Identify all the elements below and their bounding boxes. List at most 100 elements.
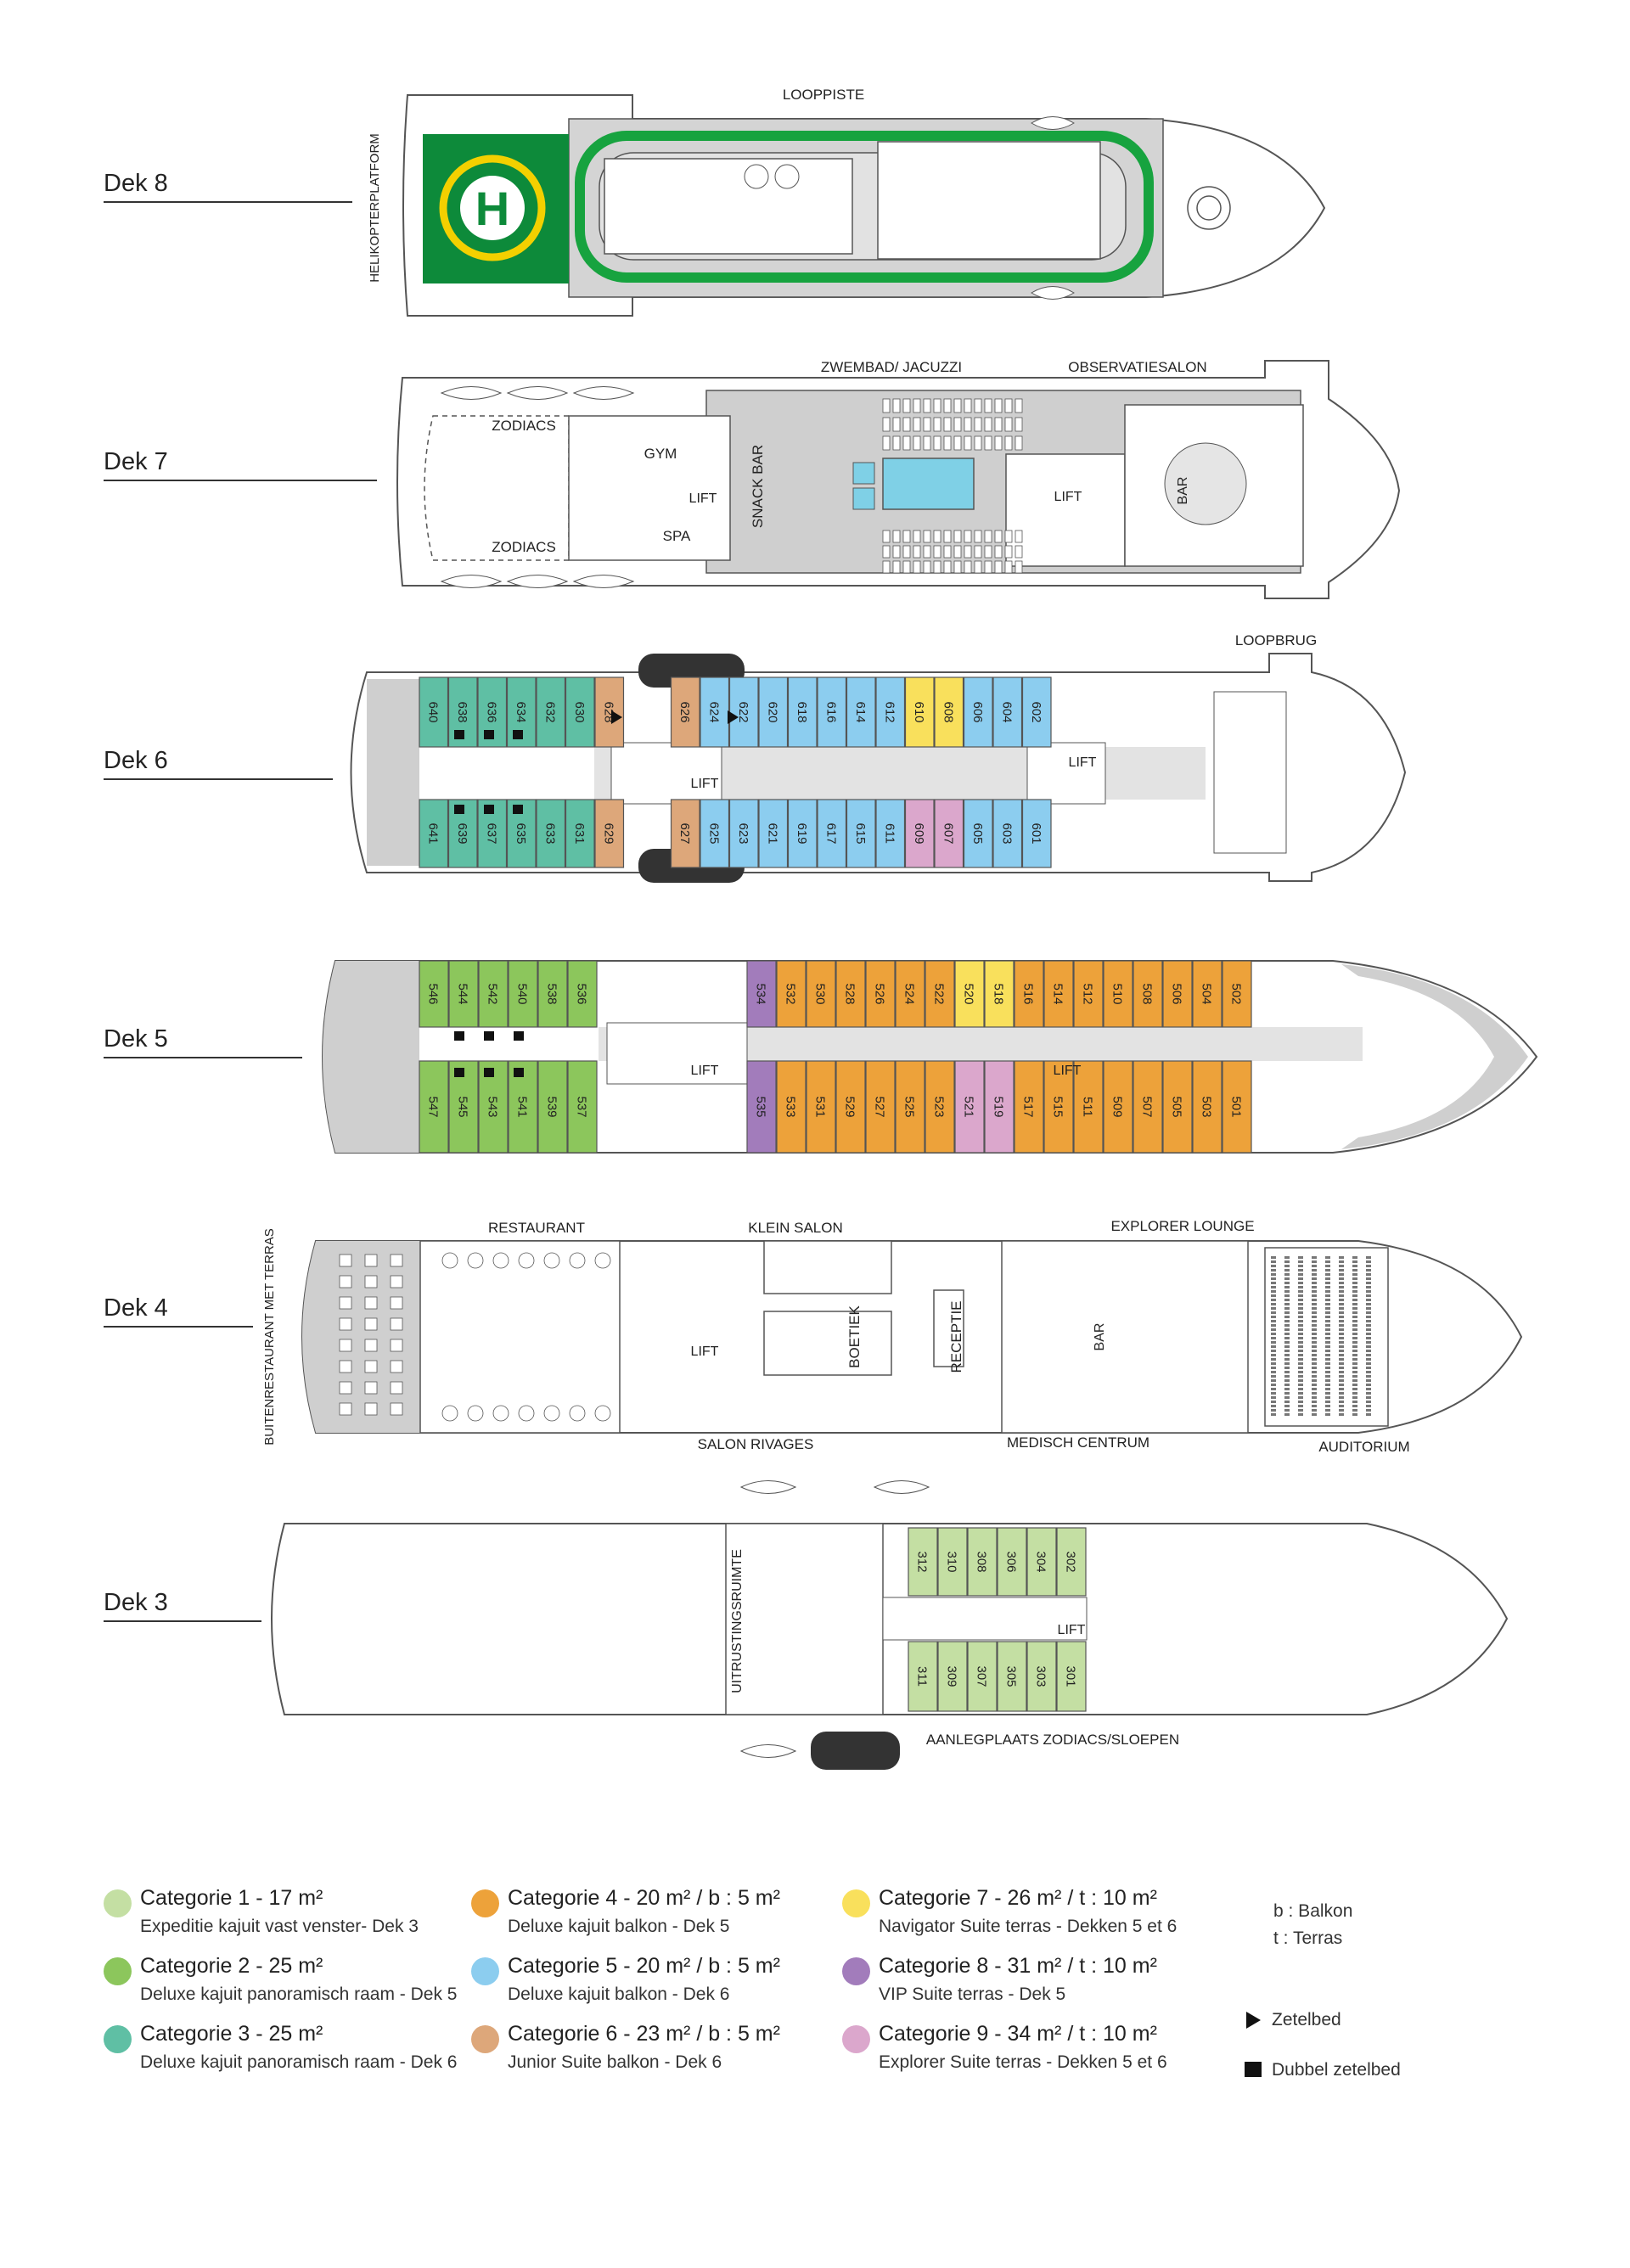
cabin-529[interactable] (835, 1060, 866, 1154)
cabin-512[interactable] (1073, 960, 1104, 1028)
uitrustingsruimte-room (725, 1523, 884, 1715)
cabin-618[interactable] (787, 676, 818, 748)
cabin-640[interactable] (419, 676, 449, 748)
cabin-528[interactable] (835, 960, 866, 1028)
cabin-544[interactable] (448, 960, 479, 1028)
cabin-606[interactable] (963, 676, 993, 748)
cabin-539[interactable] (537, 1060, 568, 1154)
cabin-536[interactable] (567, 960, 598, 1028)
cabin-523[interactable] (925, 1060, 955, 1154)
cabin-501[interactable] (1222, 1060, 1252, 1154)
cabin-514[interactable] (1043, 960, 1074, 1028)
cabin-502[interactable] (1222, 960, 1252, 1028)
cabin-534[interactable] (746, 960, 777, 1028)
cabin-603[interactable] (992, 799, 1023, 868)
cabin-624[interactable] (700, 676, 730, 748)
cabin-312[interactable] (908, 1527, 938, 1597)
cabin-641[interactable] (419, 799, 449, 868)
cabin-number: 520 (962, 983, 976, 1004)
cabin-number: 524 (902, 983, 917, 1004)
cabin-620[interactable] (758, 676, 789, 748)
cabin-302[interactable] (1056, 1527, 1087, 1597)
sunlounger-icon (923, 560, 931, 574)
cabin-309[interactable] (937, 1641, 968, 1712)
cabin-546[interactable] (419, 960, 449, 1028)
cabin-633[interactable] (536, 799, 566, 868)
cabin-608[interactable] (934, 676, 964, 748)
cabin-505[interactable] (1162, 1060, 1193, 1154)
cabin-525[interactable] (895, 1060, 925, 1154)
cabin-515[interactable] (1043, 1060, 1074, 1154)
cabin-530[interactable] (806, 960, 836, 1028)
cabin-604[interactable] (992, 676, 1023, 748)
cabin-623[interactable] (728, 799, 759, 868)
cabin-621[interactable] (758, 799, 789, 868)
cabin-504[interactable] (1192, 960, 1222, 1028)
cabin-305[interactable] (997, 1641, 1027, 1712)
cabin-516[interactable] (1014, 960, 1044, 1028)
cabin-307[interactable] (967, 1641, 998, 1712)
cabin-508[interactable] (1133, 960, 1163, 1028)
cabin-615[interactable] (846, 799, 876, 868)
cabin-602[interactable] (1021, 676, 1052, 748)
cabin-310[interactable] (937, 1527, 968, 1597)
cabin-630[interactable] (565, 676, 595, 748)
cabin-303[interactable] (1026, 1641, 1057, 1712)
cabin-533[interactable] (776, 1060, 807, 1154)
cabin-619[interactable] (787, 799, 818, 868)
cabin-614[interactable] (846, 676, 876, 748)
cabin-605[interactable] (963, 799, 993, 868)
cabin-537[interactable] (567, 1060, 598, 1154)
cabin-509[interactable] (1103, 1060, 1133, 1154)
cabin-526[interactable] (865, 960, 896, 1028)
cabin-611[interactable] (875, 799, 906, 868)
cabin-301[interactable] (1056, 1641, 1087, 1712)
cabin-506[interactable] (1162, 960, 1193, 1028)
cabin-522[interactable] (925, 960, 955, 1028)
cabin-626[interactable] (670, 676, 700, 748)
cabin-304[interactable] (1026, 1527, 1057, 1597)
cabin-306[interactable] (997, 1527, 1027, 1597)
cabin-311[interactable] (908, 1641, 938, 1712)
cabin-617[interactable] (817, 799, 847, 868)
table-icon (441, 1405, 458, 1422)
cabin-612[interactable] (875, 676, 906, 748)
cabin-609[interactable] (904, 799, 935, 868)
cabin-308[interactable] (967, 1527, 998, 1597)
sofabed-icon (728, 710, 739, 724)
cabin-510[interactable] (1103, 960, 1133, 1028)
cabin-519[interactable] (984, 1060, 1015, 1154)
cabin-520[interactable] (954, 960, 985, 1028)
cabin-511[interactable] (1073, 1060, 1104, 1154)
cabin-625[interactable] (700, 799, 730, 868)
cabin-524[interactable] (895, 960, 925, 1028)
cabin-540[interactable] (508, 960, 538, 1028)
cabin-547[interactable] (419, 1060, 449, 1154)
ship-plan-svg: H LOOPPISTE HELIKOPTERPLATFORM (262, 87, 1538, 1770)
cabin-631[interactable] (565, 799, 595, 868)
cabin-521[interactable] (954, 1060, 985, 1154)
cabin-632[interactable] (536, 676, 566, 748)
cabin-542[interactable] (478, 960, 509, 1028)
cabin-531[interactable] (806, 1060, 836, 1154)
cabin-517[interactable] (1014, 1060, 1044, 1154)
cabin-507[interactable] (1133, 1060, 1163, 1154)
zodiac-icon (873, 1480, 930, 1494)
cabin-622[interactable] (728, 676, 759, 748)
double-sofabed-icon (484, 805, 494, 814)
cabin-628[interactable] (594, 676, 625, 748)
cabin-601[interactable] (1021, 799, 1052, 868)
cabin-627[interactable] (670, 799, 700, 868)
cabin-503[interactable] (1192, 1060, 1222, 1154)
cabin-616[interactable] (817, 676, 847, 748)
cabin-number: 515 (1051, 1096, 1065, 1117)
cabin-610[interactable] (904, 676, 935, 748)
cabin-538[interactable] (537, 960, 568, 1028)
cabin-607[interactable] (934, 799, 964, 868)
cabin-518[interactable] (984, 960, 1015, 1028)
cabin-629[interactable] (594, 799, 625, 868)
zwembad-label: ZWEMBAD/ JACUZZI (821, 359, 962, 375)
cabin-527[interactable] (865, 1060, 896, 1154)
cabin-535[interactable] (746, 1060, 777, 1154)
cabin-532[interactable] (776, 960, 807, 1028)
